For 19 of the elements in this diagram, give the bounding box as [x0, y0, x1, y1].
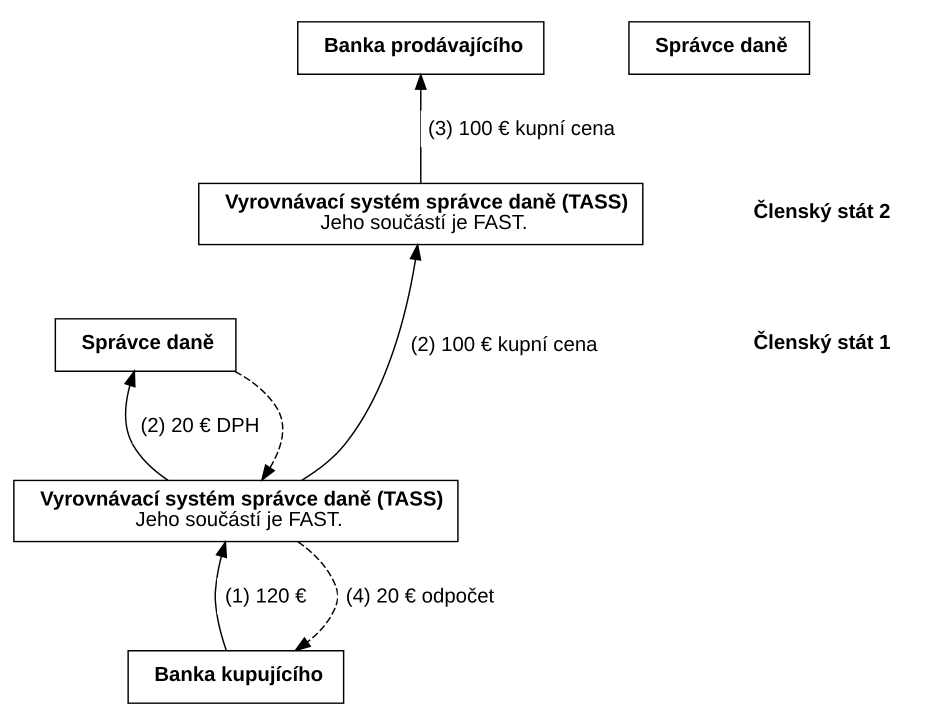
arrow — [294, 540, 338, 652]
arrow — [214, 539, 228, 650]
arrow — [234, 370, 284, 482]
node-box: Správce daně — [54, 318, 237, 372]
label: Členský stát 1 — [753, 331, 890, 354]
node-box: Banka prodávajícího — [297, 20, 545, 74]
edge-label: (2) 100 € kupní cena — [410, 334, 598, 356]
node-box: Vyrovnávací systém správce daně (TASS) Jeho součástí je FAST. — [198, 182, 644, 245]
edge-label: (1) 120 € — [224, 584, 307, 607]
node-box: Vyrovnávací systém správce daně (TASS) Jeho součástí je FAST. — [13, 479, 459, 542]
node-box: Banka kupujícího — [127, 650, 344, 704]
edge-label: (2) 20 € DPH — [140, 414, 260, 436]
edge-label: (3) 100 € kupní cena — [428, 117, 615, 140]
arrow — [124, 368, 169, 480]
node-box: Správce daně — [628, 20, 810, 74]
arrow — [301, 242, 422, 480]
edge-label: (4) 20 € odpočet — [346, 584, 494, 607]
label: Členský stát 2 — [753, 200, 890, 222]
arrow — [414, 72, 427, 183]
